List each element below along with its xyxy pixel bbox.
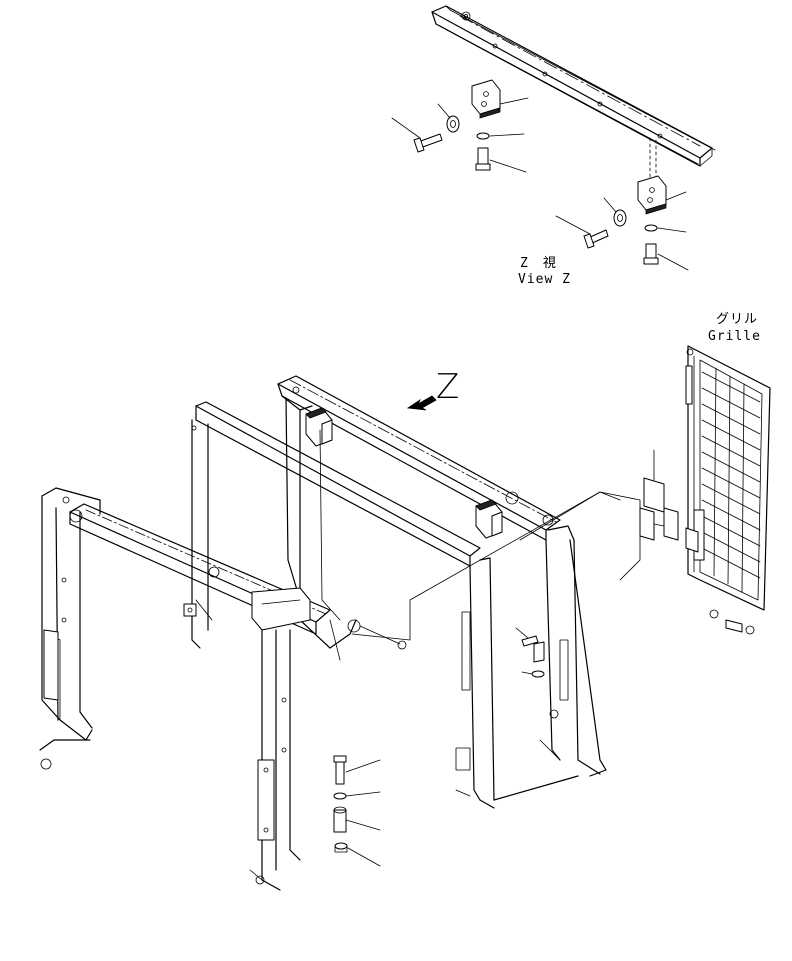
view-z-arrow: Z [406,367,459,411]
view-z-bracket-lower [637,175,687,215]
view-z-fasteners-lower [555,197,689,271]
right-side-frame [455,525,607,809]
view-z-bracket-upper [471,79,529,119]
rear-top-beam [277,375,561,541]
view-z-beam [431,5,716,167]
frame-bracket-right [475,499,503,539]
frame-fasteners-lower [333,755,381,867]
frame-bracket-left [305,407,333,447]
grille-label-en: Grille [708,329,761,344]
view-z-label-jp: Z 視 [520,256,557,271]
grille-slats [701,367,761,593]
rear-panel [329,491,621,661]
view-z-fasteners-upper [391,103,657,183]
main-frame-assembly [39,375,641,891]
grille-clip [639,449,699,553]
arrow-z-label: Z [436,367,459,407]
grille-label-jp: グリル [716,312,758,327]
frame-fasteners-mid [515,627,545,678]
center-lower-column [249,629,301,891]
view-z-detail: Z 視 View Z [391,5,716,287]
front-left-column [39,487,101,770]
view-z-label-en: View Z [518,272,571,287]
grille-assembly [685,345,771,635]
middle-frame-panel [183,401,495,801]
